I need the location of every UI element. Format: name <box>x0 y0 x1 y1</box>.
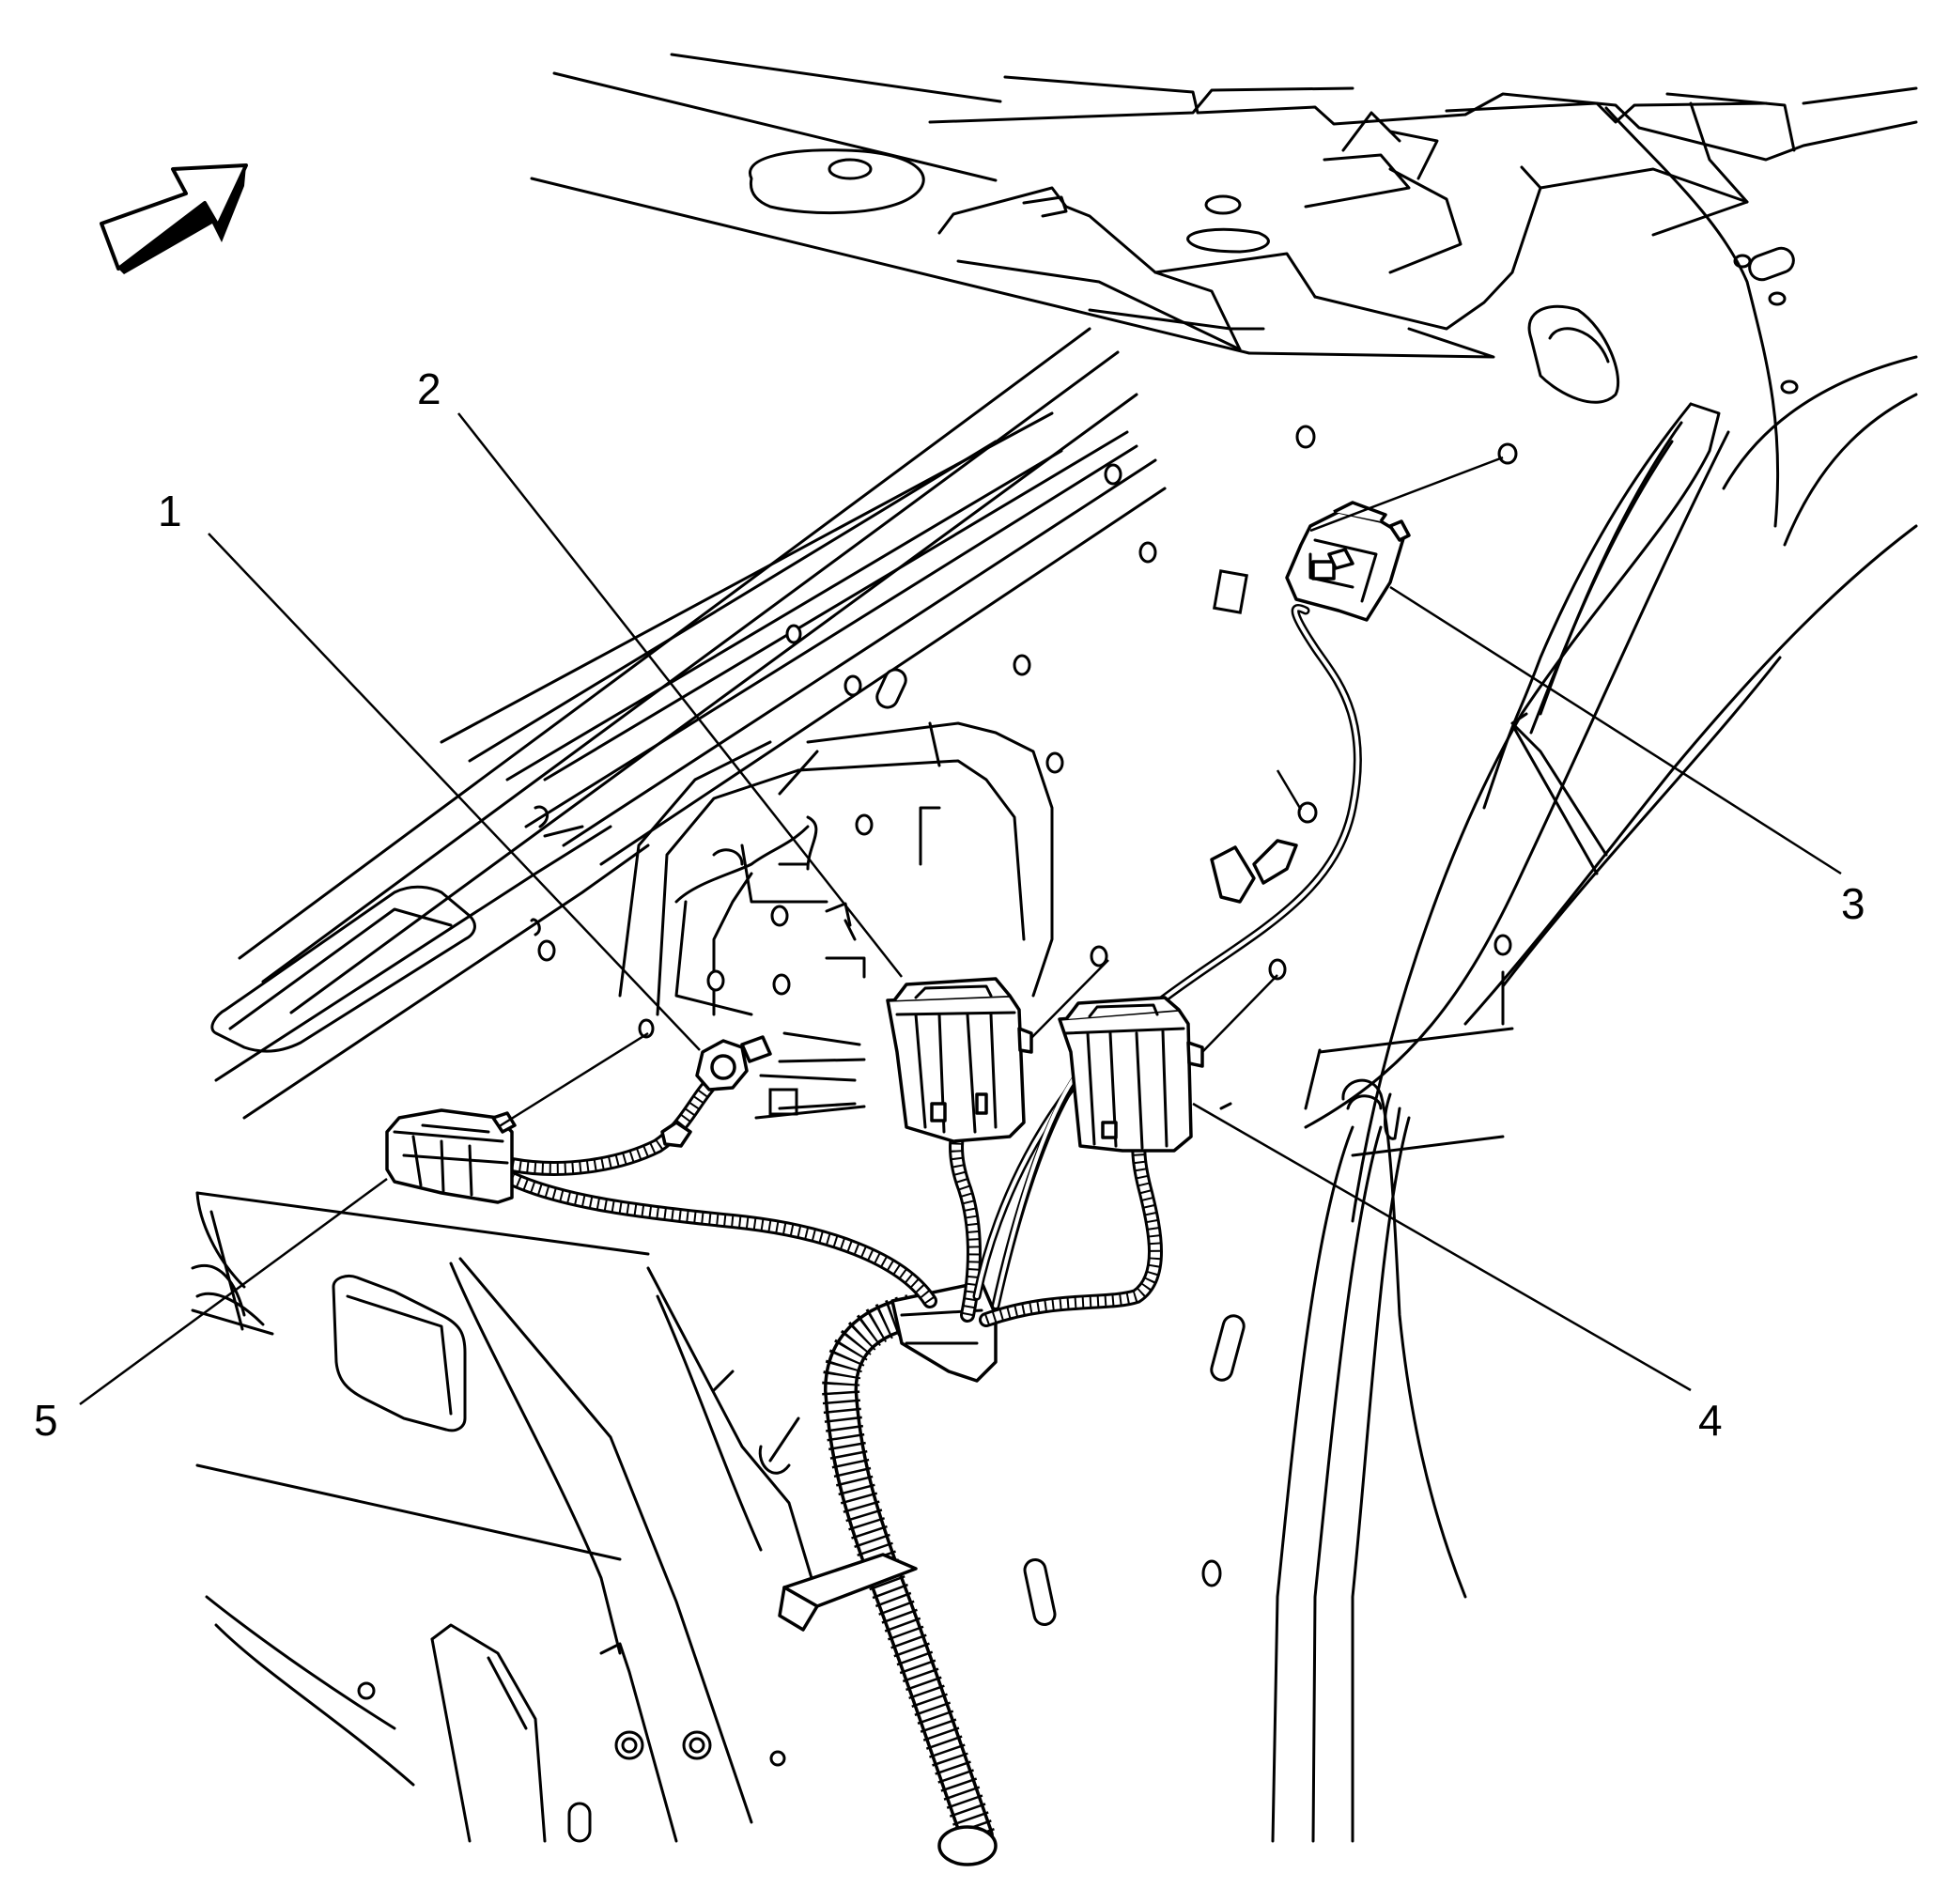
body-panel-top <box>530 53 1918 359</box>
body-panel-left <box>210 327 1167 1120</box>
callout-4: 4 <box>1698 1396 1723 1445</box>
component-1-ground-stud <box>660 1035 772 1148</box>
component-3-connector <box>1285 501 1411 622</box>
callout-2: 2 <box>417 364 441 413</box>
component-2-connector <box>886 977 1033 1143</box>
body-panel-right <box>1271 106 1918 1843</box>
callout-labels: 1 2 3 4 5 <box>34 364 1865 1445</box>
body-panel-lower-left <box>191 1191 1246 1843</box>
component-5-connector <box>385 1108 517 1204</box>
callout-5: 5 <box>34 1396 58 1445</box>
callout-3: 3 <box>1841 879 1865 928</box>
leader-lines <box>79 412 1842 1406</box>
mounting-holes <box>537 425 1518 1120</box>
forward-arrow-icon <box>100 163 248 274</box>
callout-1: 1 <box>158 487 182 535</box>
component-4-connector <box>1058 996 1204 1153</box>
